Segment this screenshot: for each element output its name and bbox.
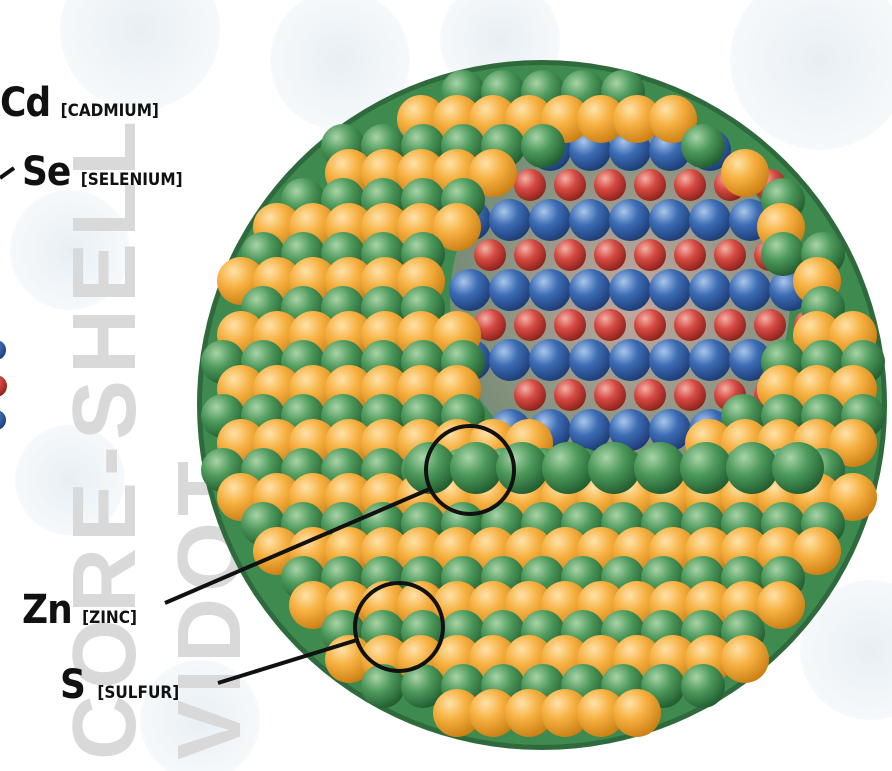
cadmium-name: [CADMIUM] (61, 101, 159, 121)
cadmium-atom (569, 199, 611, 241)
cadmium-atom (529, 199, 571, 241)
cadmium-atom (489, 339, 531, 381)
zinc-atom (680, 442, 732, 494)
sulfur-symbol: S (60, 662, 85, 708)
sulfur-name: [SULFUR] (97, 683, 179, 703)
selenium-atom (714, 239, 746, 271)
cadmium-atom (609, 269, 651, 311)
selenium-atom (634, 309, 666, 341)
selenium-atom (554, 379, 586, 411)
sulfur-atom (757, 581, 805, 629)
cadmium-atom (609, 339, 651, 381)
selenium-atom (594, 379, 626, 411)
cadmium-atom (649, 339, 691, 381)
zinc-atom (634, 442, 686, 494)
zinc-atom (521, 124, 565, 168)
cadmium-atom (729, 269, 771, 311)
zinc-label: Zn [ZINC] (22, 590, 137, 630)
sulfur-atom (613, 689, 661, 737)
cadmium-symbol: Cd (0, 80, 50, 126)
selenium-label: Se [SELENIUM] (22, 152, 183, 192)
selenium-atom (754, 309, 786, 341)
selenium-atom (594, 239, 626, 271)
selenium-atom (474, 239, 506, 271)
sulfur-atom (721, 149, 769, 197)
left-edge-atoms (0, 340, 7, 430)
zinc-symbol: Zn (22, 587, 72, 633)
cadmium-atom (689, 339, 731, 381)
cadmium-atom (489, 269, 531, 311)
zinc-atom (450, 442, 502, 494)
cadmium-atom (569, 269, 611, 311)
cadmium-atom (689, 199, 731, 241)
cadmium-atom (569, 339, 611, 381)
selenium-atom (514, 239, 546, 271)
selenium-atom (554, 169, 586, 201)
selenium-symbol: Se (22, 149, 70, 195)
selenium-atom (674, 379, 706, 411)
zinc-atom (588, 442, 640, 494)
selenium-atom (674, 169, 706, 201)
cadmium-atom (689, 269, 731, 311)
selenium-atom (674, 239, 706, 271)
cadmium-atom (649, 269, 691, 311)
sulfur-atom (721, 635, 769, 683)
zinc-atom (772, 442, 824, 494)
zinc-atom (542, 442, 594, 494)
selenium-atom (554, 239, 586, 271)
zinc-atom (726, 442, 778, 494)
selenium-leader-line (0, 168, 14, 178)
selenium-atom (554, 309, 586, 341)
zinc-name: [ZINC] (82, 608, 137, 628)
sulfur-label: S [SULFUR] (60, 665, 179, 705)
selenium-atom (634, 169, 666, 201)
cadmium-atom (529, 269, 571, 311)
selenium-atom (594, 309, 626, 341)
zinc-atom (681, 124, 725, 168)
selenium-atom (514, 309, 546, 341)
selenium-atom (514, 169, 546, 201)
cadmium-atom (449, 269, 491, 311)
selenium-atom (514, 379, 546, 411)
selenium-atom (674, 309, 706, 341)
selenium-atom (714, 309, 746, 341)
cadmium-atom (649, 199, 691, 241)
selenium-atom (634, 379, 666, 411)
cadmium-atom (529, 339, 571, 381)
cadmium-label: Cd [CADMIUM] (0, 83, 159, 123)
selenium-atom (634, 239, 666, 271)
cadmium-atom (609, 199, 651, 241)
selenium-atom (594, 169, 626, 201)
zinc-atom (496, 442, 548, 494)
zinc-atom (681, 664, 725, 708)
selenium-name: [SELENIUM] (81, 170, 183, 190)
cadmium-atom (489, 199, 531, 241)
